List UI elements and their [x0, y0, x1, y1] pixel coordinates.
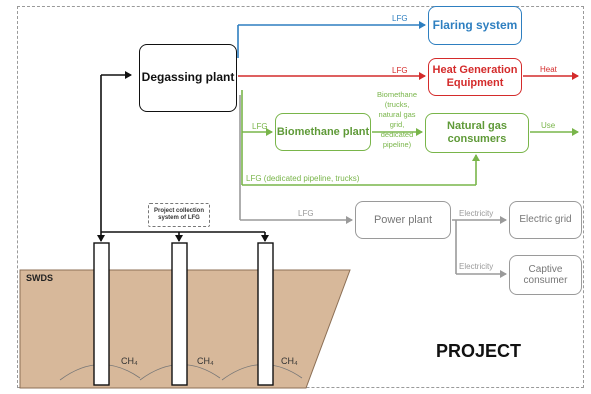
project-collection-box: Project collection system of LFG [148, 203, 210, 227]
captive-consumer-box: Captive consumer [509, 255, 582, 295]
biomethane-plant-label: Biomethane plant [276, 125, 370, 138]
biomethane-route-label: Biomethane (trucks, natural gas grid, de… [376, 90, 418, 149]
project-title: PROJECT [436, 341, 522, 361]
natural-gas-consumers-box: Natural gas consumers [425, 113, 529, 153]
project-collection-label: Project collection system of LFG [153, 208, 204, 221]
power-plant-label: Power plant [373, 213, 433, 226]
natural-gas-consumers-label: Natural gas consumers [447, 120, 507, 145]
degassing-plant-label: Degassing plant [141, 70, 235, 85]
lfg-heat-label: LFG [392, 66, 408, 75]
collection-lines [97, 71, 269, 242]
ch4-label-1: CH₄ [121, 356, 138, 366]
electricity-captive-label: Electricity [459, 262, 494, 271]
lfg-flaring-label: LFG [392, 14, 408, 23]
gas-wells [93, 242, 274, 386]
power-plant-box: Power plant [355, 201, 451, 239]
lfg-pipeline-label: LFG (dedicated pipeline, trucks) [246, 174, 360, 183]
biomethane-plant-box: Biomethane plant [275, 113, 371, 151]
power-connectors [239, 95, 507, 278]
degassing-plant-box: Degassing plant [139, 44, 237, 112]
swds-label: SWDS [26, 273, 53, 283]
flaring-connector [237, 21, 426, 58]
electric-grid-box: Electric grid [509, 201, 582, 239]
lfg-power-label: LFG [298, 209, 314, 218]
heat-generation-label: Heat Generation Equipment [432, 64, 518, 89]
electricity-grid-label: Electricity [459, 209, 494, 218]
flaring-system-label: Flaring system [432, 17, 518, 32]
use-output-label: Use [541, 121, 556, 130]
flaring-system-box: Flaring system [428, 6, 522, 45]
ch4-label-3: CH₄ [281, 356, 298, 366]
electric-grid-label: Electric grid [519, 214, 572, 226]
heat-output-label: Heat [540, 65, 557, 74]
ch4-label-2: CH₄ [197, 356, 214, 366]
lfg-biomethane-label: LFG [252, 122, 268, 131]
biomethane-connectors [241, 90, 579, 186]
captive-consumer-label: Captive consumer [523, 263, 568, 287]
heat-generation-box: Heat Generation Equipment [428, 58, 522, 96]
